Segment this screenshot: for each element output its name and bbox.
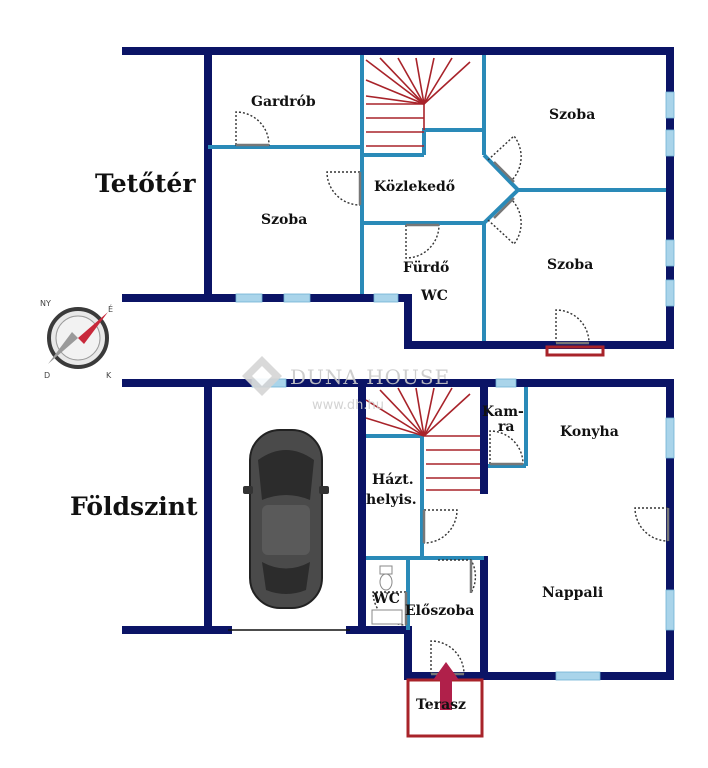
room-haztart-line2: helyis.	[366, 492, 417, 508]
duna-house-logo-icon	[242, 356, 282, 396]
room-eloszoba: Előszoba	[405, 603, 474, 619]
upper-outer-wall	[122, 47, 674, 349]
upper-floor	[122, 47, 675, 357]
room-kamra-line1: Kam-	[482, 404, 524, 420]
ground-inner-walls	[366, 387, 528, 630]
room-furdo: Fürdő	[403, 260, 449, 276]
entrance-arrow-icon	[433, 662, 459, 710]
upper-staircase	[365, 57, 471, 147]
room-wc-ground: WC	[372, 591, 400, 607]
room-nappali: Nappali	[542, 585, 603, 601]
room-kozlekedo: Közlekedő	[374, 179, 455, 195]
upper-windows	[235, 91, 675, 307]
room-szoba-upper-right: Szoba	[549, 107, 595, 123]
compass-d: D	[44, 371, 50, 380]
upper-threshold	[545, 345, 605, 357]
floor-label-ground: Földszint	[70, 492, 198, 521]
floor-label-upper: Tetőtér	[95, 169, 196, 198]
watermark: DUNA HOUSE www.dh.hu	[242, 356, 450, 413]
ground-outer-wall	[122, 379, 674, 680]
room-kamra-line2: ra	[498, 419, 514, 435]
room-szoba-lower-right: Szoba	[547, 257, 593, 273]
watermark-brand: DUNA HOUSE	[290, 365, 450, 389]
room-konyha: Konyha	[560, 424, 619, 440]
compass-icon: É K D NY	[40, 299, 113, 380]
room-szoba-left: Szoba	[261, 212, 307, 228]
compass-n: É	[108, 303, 113, 314]
ground-staircase	[365, 387, 480, 491]
watermark-url: www.dh.hu	[312, 398, 384, 413]
room-gardrob: Gardrób	[251, 94, 316, 110]
room-haztart-line1: Házt.	[372, 472, 414, 488]
room-terasz: Terasz	[416, 697, 466, 713]
toilet-icon	[371, 565, 403, 625]
compass-ny: NY	[40, 299, 51, 308]
upper-doors	[235, 111, 590, 345]
car-icon	[243, 429, 329, 609]
ground-floor	[122, 378, 675, 738]
room-labels: Tetőtér Földszint Gardrób Szoba Szoba Kö…	[70, 94, 619, 713]
room-wc-upper: WC	[420, 288, 448, 304]
compass-k: K	[106, 371, 112, 380]
